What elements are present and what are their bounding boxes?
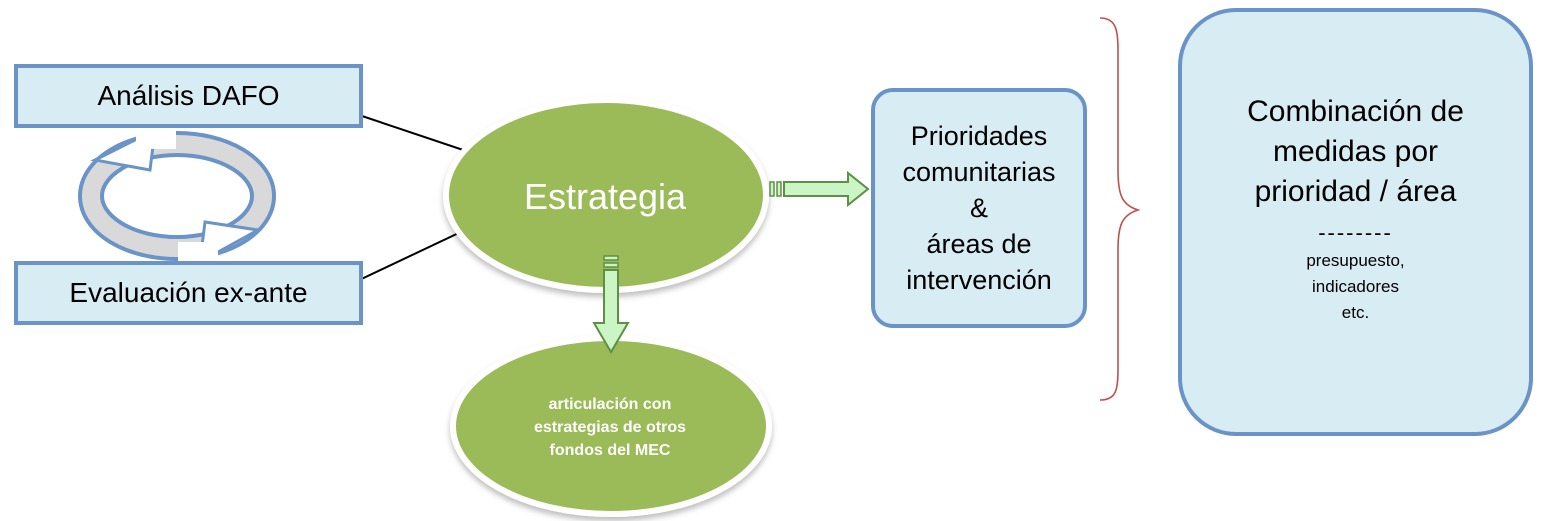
combinacion-detail-2: indicadores xyxy=(1312,277,1399,296)
exante-box: Evaluación ex-ante xyxy=(14,261,363,325)
articulacion-line-3: fondos del MEC xyxy=(549,441,671,459)
cycle-arrows-icon xyxy=(78,127,276,265)
dafo-label: Análisis DAFO xyxy=(97,80,280,111)
prioridades-line-4: áreas de xyxy=(926,229,1032,259)
block-arrow-right xyxy=(769,170,870,208)
combinacion-separator: -------- xyxy=(1318,220,1393,245)
prioridades-line-1: Prioridades xyxy=(910,121,1048,151)
prioridades-line-2: comunitarias xyxy=(902,157,1056,187)
prioridades-line-5: intervención xyxy=(906,265,1052,295)
prioridades-line-3: & xyxy=(969,193,988,223)
estrategia-label-wrap: Estrategia xyxy=(445,142,765,252)
combinacion-title-line-2: medidas por xyxy=(1272,135,1439,168)
estrategia-label: Estrategia xyxy=(523,176,687,217)
combinacion-detail-3: etc. xyxy=(1341,303,1370,322)
prioridades-box: Prioridades comunitarias & áreas de inte… xyxy=(871,88,1087,328)
curly-brace xyxy=(1099,17,1141,401)
articulacion-line-1: articulación con xyxy=(548,395,672,413)
block-arrow-down xyxy=(592,255,630,354)
combinacion-title-line-3: prioridad / área xyxy=(1254,175,1457,208)
articulacion-line-2: estrategias de otros xyxy=(533,418,687,436)
combinacion-title-line-1: Combinación de xyxy=(1247,95,1464,128)
combinacion-box: Combinación de medidas por prioridad / á… xyxy=(1178,8,1533,436)
exante-label: Evaluación ex-ante xyxy=(69,277,308,308)
dafo-box: Análisis DAFO xyxy=(14,64,363,128)
combinacion-detail-1: presupuesto, xyxy=(1306,251,1405,270)
articulacion-label-wrap: articulación con estrategias de otros fo… xyxy=(455,372,765,482)
